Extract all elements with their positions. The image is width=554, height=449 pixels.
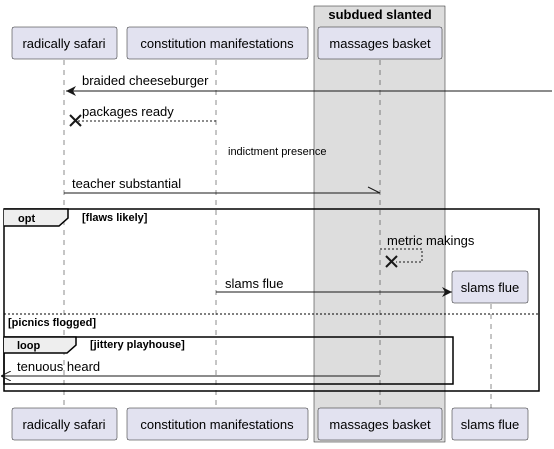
message-label-slams-flue: slams flue: [225, 276, 284, 291]
message-label-braided-cheeseburger: braided cheeseburger: [82, 73, 209, 88]
fragment-loop: [3, 336, 454, 385]
message-arrow-metric-makings: [380, 248, 423, 263]
svg-text:constitution manifestations: constitution manifestations: [140, 417, 294, 432]
participant-radically-safari-top[interactable]: radically safari: [11, 26, 118, 60]
message-arrowhead-teacher-substantial: [367, 186, 381, 194]
svg-text:radically safari: radically safari: [22, 417, 105, 432]
message-label-packages-ready: packages ready: [82, 104, 174, 119]
fragment-opt-keyword: opt: [18, 213, 35, 225]
fragment-loop-keyword: loop: [17, 340, 40, 352]
participant-slams-flue-bottom[interactable]: slams flue: [451, 407, 529, 441]
svg-text:massages basket: massages basket: [329, 36, 431, 51]
svg-text:massages basket: massages basket: [329, 417, 431, 432]
participant-constitution-manifestations-top[interactable]: constitution manifestations: [126, 26, 309, 60]
participant-massages-basket-bottom[interactable]: massages basket: [317, 407, 443, 441]
participant-slams-flue-created[interactable]: slams flue: [451, 270, 529, 304]
fragment-opt: [3, 208, 540, 392]
participant-massages-basket-top[interactable]: massages basket: [317, 26, 443, 60]
fragment-opt-else-guard: [picnics flogged]: [8, 317, 96, 329]
fragment-opt-guard: [flaws likely]: [82, 212, 148, 224]
svg-text:slams flue: slams flue: [461, 417, 520, 432]
participant-radically-safari-bottom[interactable]: radically safari: [11, 407, 118, 441]
svg-text:constitution manifestations: constitution manifestations: [140, 36, 294, 51]
destroy-mark-radically-safari: [69, 114, 82, 127]
destroy-mark-massages-basket: [385, 255, 398, 268]
svg-text:slams flue: slams flue: [461, 280, 520, 295]
delay-label: indictment presence: [228, 146, 326, 158]
message-label-metric-makings: metric makings: [387, 233, 475, 248]
message-label-teacher-substantial: teacher substantial: [72, 176, 181, 191]
svg-text:radically safari: radically safari: [22, 36, 105, 51]
message-label-tenuous-heard: tenuous heard: [17, 359, 100, 374]
fragment-loop-guard: [jittery playhouse]: [90, 339, 185, 351]
participant-box: [313, 5, 446, 443]
participant-constitution-manifestations-bottom[interactable]: constitution manifestations: [126, 407, 309, 441]
box-title: subdued slanted: [328, 7, 431, 22]
